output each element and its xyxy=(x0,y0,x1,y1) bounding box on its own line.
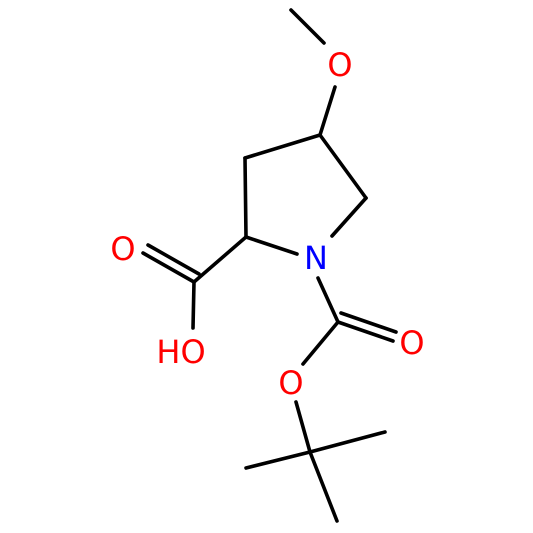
bond-tert-carbon-methyl-left xyxy=(244,450,312,470)
bond-tert-carbon-methyl-bottom xyxy=(308,450,339,523)
bond-boc-carbon-ester-oxygen xyxy=(301,320,340,366)
bond-carboxyl-carbonyl-double-b xyxy=(146,243,201,276)
bond-n1-c5 xyxy=(330,196,368,238)
bond-c2-n1 xyxy=(244,235,299,256)
bond-c5-c4 xyxy=(318,133,368,200)
bond-c2-carboxyl-carbon xyxy=(192,235,248,284)
bond-boc-carbonyl-double-b xyxy=(339,311,398,334)
methoxy-oxygen-label: O xyxy=(327,46,352,84)
bond-ester-oxygen-tert-carbon xyxy=(294,400,312,454)
carbamate-ester-oxygen-label: O xyxy=(278,364,303,402)
bond-methoxy-oxygen-c4 xyxy=(318,85,337,137)
bond-carboxyl-carbonyl-double-a xyxy=(141,251,196,284)
bond-carboxyl-hydroxyl xyxy=(191,280,196,330)
bond-n1-boc-carbon xyxy=(316,276,340,324)
bond-boc-carbonyl-double-a xyxy=(336,320,395,343)
acid-hydroxyl-label: HO xyxy=(156,333,205,371)
bond-c4-c3 xyxy=(243,133,322,160)
bond-methyl-methoxy-oxygen xyxy=(289,8,326,45)
bond-c3-c2 xyxy=(243,156,248,239)
acid-carbonyl-oxygen-label: O xyxy=(110,230,135,268)
carbamate-carbonyl-oxygen-label: O xyxy=(399,324,424,362)
bond-tert-carbon-methyl-right xyxy=(308,430,387,454)
ring-nitrogen-label: N xyxy=(304,239,328,277)
